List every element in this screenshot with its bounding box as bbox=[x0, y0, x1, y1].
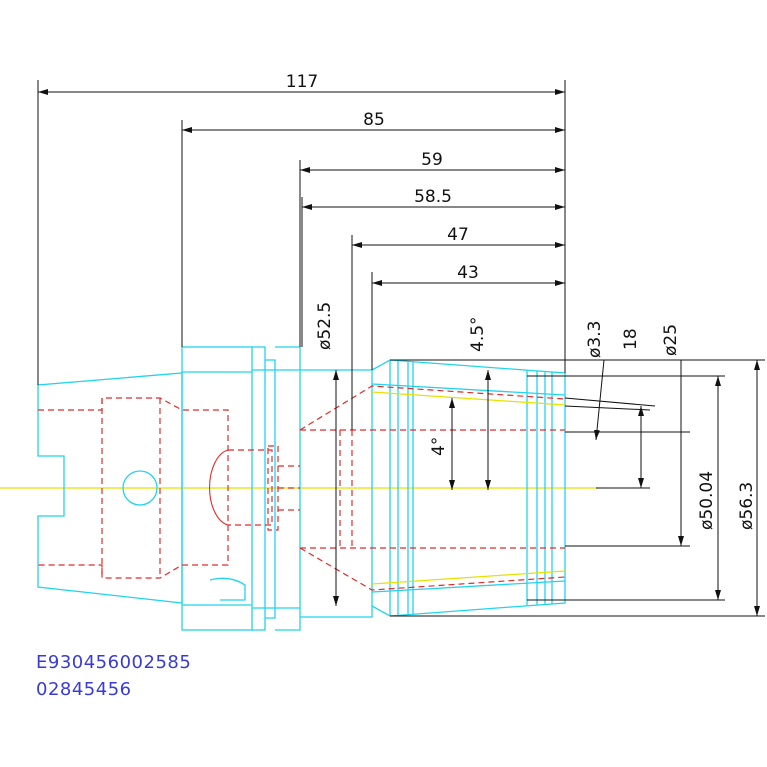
dim-dia-25: ø25 bbox=[661, 324, 681, 356]
dim-47: 47 bbox=[447, 225, 469, 245]
holder-outline bbox=[37, 346, 566, 631]
part-code-2: 02845456 bbox=[36, 679, 132, 700]
dim-85: 85 bbox=[363, 110, 385, 130]
dim-59: 59 bbox=[421, 150, 443, 170]
dim-117: 117 bbox=[286, 72, 318, 92]
dim-18: 18 bbox=[621, 328, 641, 350]
dim-58-5: 58.5 bbox=[414, 187, 452, 207]
dim-angle-4-5: 4.5° bbox=[468, 316, 488, 352]
part-code-1: E930456002585 bbox=[36, 652, 192, 673]
dim-dia-52-5: ø52.5 bbox=[315, 302, 335, 350]
dim-dia-3-3: ø3.3 bbox=[585, 321, 605, 358]
dim-43: 43 bbox=[457, 263, 479, 283]
dim-angle-4: 4° bbox=[429, 437, 449, 456]
hidden-lines bbox=[38, 385, 566, 591]
collet-cone bbox=[371, 391, 566, 585]
dim-dia-50-04: ø50.04 bbox=[697, 471, 717, 530]
dimension-lines bbox=[37, 80, 765, 617]
dim-dia-56-3: ø56.3 bbox=[737, 482, 757, 530]
